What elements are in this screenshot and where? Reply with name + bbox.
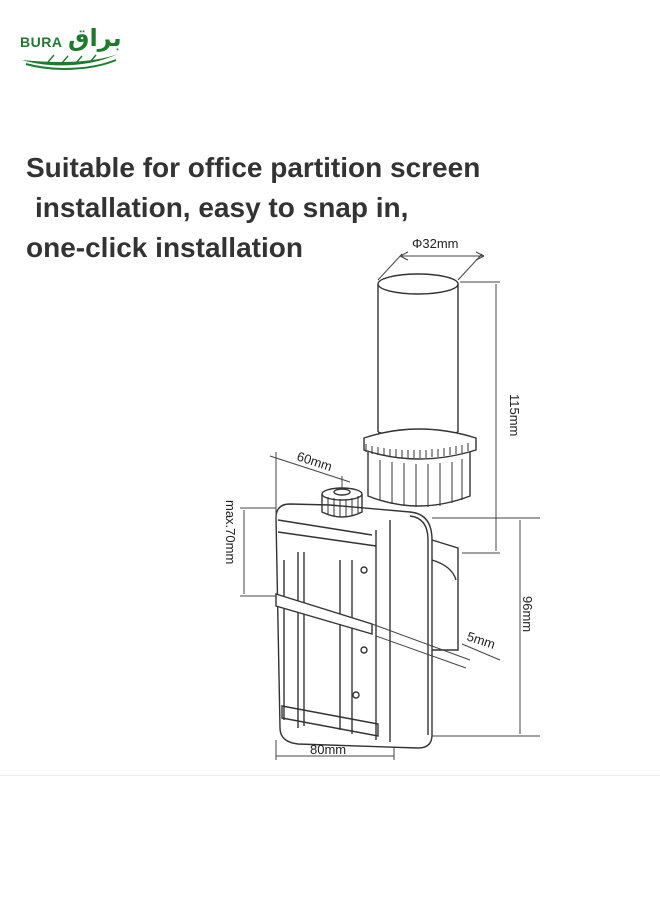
pole-collar: [363, 428, 477, 507]
label-clamp-width: 80mm: [310, 742, 346, 757]
pole: [377, 273, 459, 440]
label-clamp-opening: max.70mm: [223, 500, 238, 564]
headline-line-1: Suitable for office partition screen: [26, 152, 481, 183]
label-diameter: Φ32mm: [412, 236, 459, 251]
headline: Suitable for office partition screen ins…: [26, 148, 480, 268]
dimension-lines: [240, 251, 540, 760]
leaf-swoosh-icon: [22, 54, 118, 70]
clamp-body: [275, 503, 459, 749]
headline-line-2: installation, easy to snap in,: [35, 192, 409, 223]
headline-line-3: one-click installation: [26, 232, 303, 263]
label-offset: 5mm: [465, 629, 497, 652]
label-pole-height: 115mm: [507, 394, 522, 436]
dimension-labels: Φ32mm 115mm 60mm max.70mm 96mm 5mm 80mm: [223, 236, 535, 757]
logo-arabic-text: براق: [68, 24, 122, 52]
label-total-height: 96mm: [520, 596, 535, 632]
brand-logo: BURA براق: [18, 22, 122, 74]
divider: [0, 775, 660, 776]
logo-latin-text: BURA: [20, 34, 63, 50]
